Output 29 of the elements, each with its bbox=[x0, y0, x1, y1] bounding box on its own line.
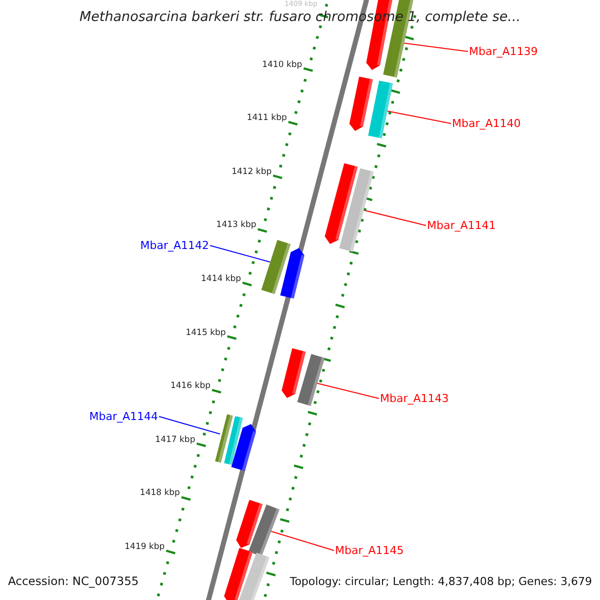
gene-label: Mbar_A1141 bbox=[427, 220, 496, 231]
scale-label: 1412 kbp bbox=[232, 168, 272, 176]
scale-label: 1415 kbp bbox=[186, 328, 226, 338]
gene-label: Mbar_A1142 bbox=[140, 240, 209, 251]
scale-label: 1416 kbp bbox=[170, 382, 211, 391]
gene-label: Mbar_A1139 bbox=[469, 46, 538, 57]
gene-feature bbox=[215, 414, 233, 463]
leader-line bbox=[386, 110, 452, 124]
gene-label: Mbar_A1143 bbox=[380, 393, 449, 404]
leader-line bbox=[402, 42, 468, 52]
accession-text: Accession: NC_007355 bbox=[8, 576, 139, 588]
scale-label: 1417 kbp bbox=[155, 436, 196, 444]
scale-label: 1419 kbp bbox=[124, 543, 165, 552]
gene-label: Mbar_A1140 bbox=[452, 118, 521, 129]
leader-line bbox=[362, 210, 426, 226]
gene-feature bbox=[261, 240, 291, 294]
gene-feature bbox=[297, 354, 325, 406]
scale-label: 1410 kbp bbox=[262, 60, 302, 70]
gene-feature bbox=[339, 168, 374, 252]
gene-feature bbox=[248, 504, 280, 556]
gene-label: Mbar_A1144 bbox=[89, 411, 158, 422]
gene-label: Mbar_A1145 bbox=[335, 545, 404, 556]
scale-label: 1418 kbp bbox=[140, 489, 180, 498]
gene-feature bbox=[368, 80, 393, 138]
leader-line bbox=[158, 416, 220, 434]
leader-line bbox=[270, 530, 334, 551]
leader-line bbox=[316, 382, 380, 399]
scale-label: 1411 kbp bbox=[246, 114, 287, 123]
scale-label: 1414 kbp bbox=[201, 275, 242, 284]
